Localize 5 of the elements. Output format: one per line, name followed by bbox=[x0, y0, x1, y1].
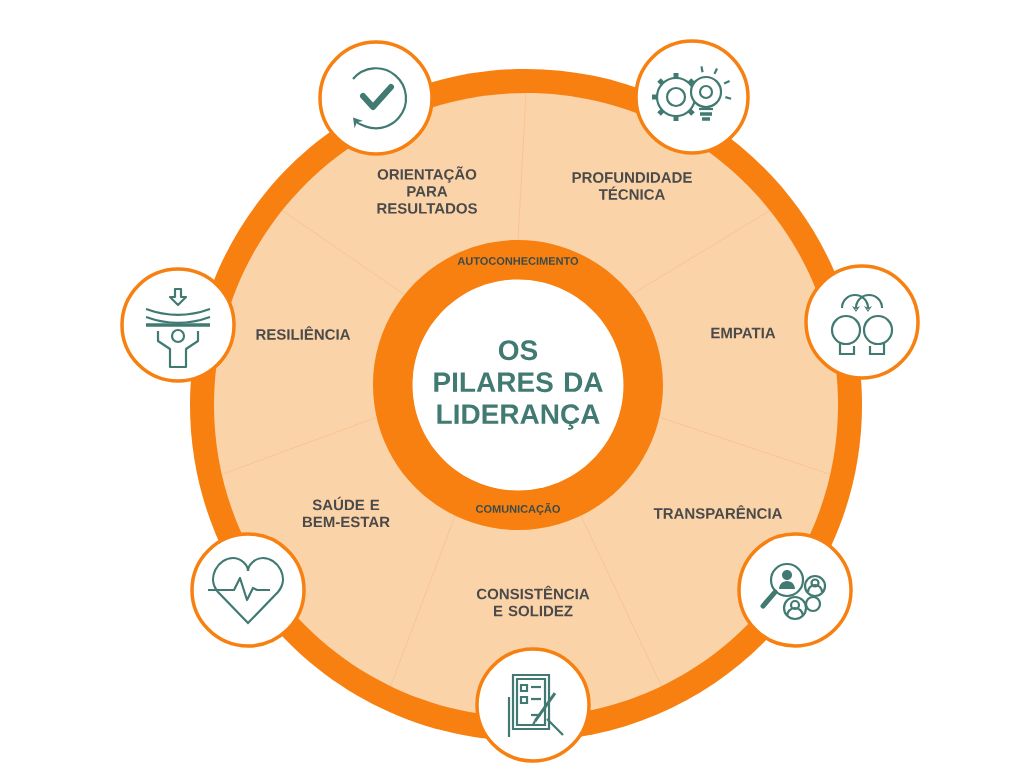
sector-label: CONSISTÊNCIA E SOLIDEZ bbox=[476, 585, 590, 617]
sector-label: ORIENTAÇÃO PARA RESULTADOS bbox=[377, 166, 477, 214]
sector-label: PROFUNDIDADE TÉCNICA bbox=[572, 172, 692, 200]
sector-label: EMPATIA bbox=[711, 327, 776, 339]
sector-label: RESILIÊNCIA bbox=[256, 326, 351, 340]
